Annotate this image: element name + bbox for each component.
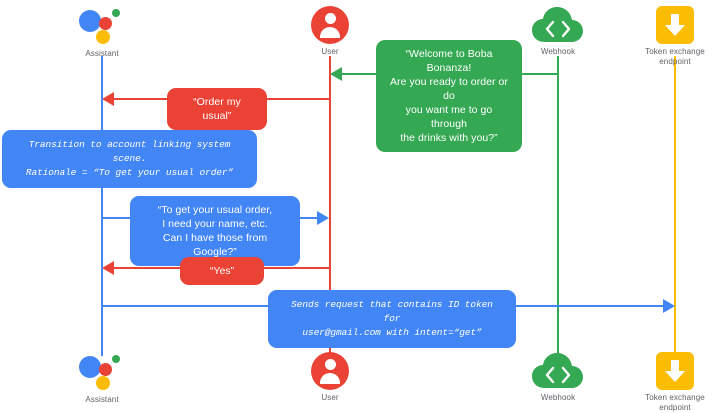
arrow-head-welcome [330,67,342,81]
actor-assistant-bottom[interactable]: Assistant [47,352,157,405]
actor-label-assistant-top: Assistant [85,49,119,58]
actor-webhook-top[interactable]: Webhook [503,6,613,57]
cloud-code-icon [531,6,585,44]
arrow-head-order-my-usual [102,92,114,106]
actor-user-bottom[interactable]: User [275,352,385,403]
lifeline-token [674,56,676,356]
actor-assistant-top[interactable]: Assistant [47,6,157,59]
arrow-head-token-request [663,299,675,313]
download-box-icon [656,352,694,390]
actor-label-token-top: Token exchange endpoint [645,47,705,66]
google-assistant-dots-icon [79,352,125,392]
actor-label-user-top: User [321,47,339,56]
actor-webhook-bottom[interactable]: Webhook [503,352,613,403]
actor-label-user-bottom: User [321,393,339,402]
actor-label-assistant-bottom: Assistant [85,395,119,404]
actor-token-top[interactable]: Token exchange endpoint [620,6,725,67]
lifeline-user [329,56,331,356]
person-circle-icon [311,6,349,44]
lifeline-webhook [557,56,559,356]
person-circle-icon [311,352,349,390]
cloud-code-icon [531,352,585,390]
message-bubble-yes[interactable]: “Yes” [180,257,264,285]
message-bubble-token-request[interactable]: Sends request that contains ID token for… [268,290,516,348]
google-assistant-dots-icon [79,6,125,46]
actor-label-webhook-top: Webhook [540,47,576,56]
actor-user-top[interactable]: User [275,6,385,57]
note-transition-to-account-linking[interactable]: Transition to account linking system sce… [2,130,257,188]
lifeline-assistant [101,56,103,356]
actor-label-webhook-bottom: Webhook [540,393,576,402]
message-bubble-order-my-usual[interactable]: “Order my usual” [167,88,267,130]
arrow-head-consent-request [317,211,329,225]
actor-label-token-bottom: Token exchange endpoint [645,393,705,412]
actor-token-bottom[interactable]: Token exchange endpoint [620,352,725,413]
arrow-head-yes [102,261,114,275]
download-box-icon [656,6,694,44]
message-bubble-welcome[interactable]: “Welcome to Boba Bonanza! Are you ready … [376,40,522,152]
message-bubble-consent-request[interactable]: “To get your usual order, I need your na… [130,196,300,266]
